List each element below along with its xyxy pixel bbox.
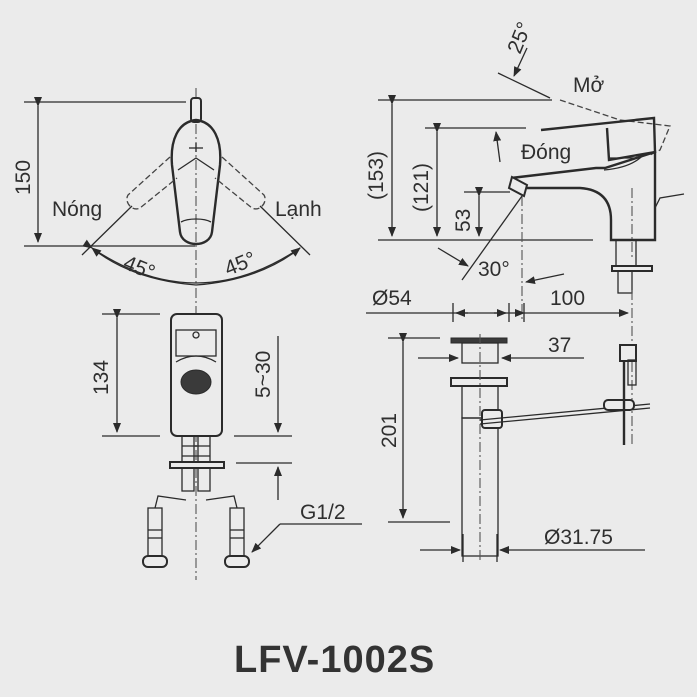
pipe-dia-label: Ø31.75 <box>544 526 613 549</box>
top-view: 150 Nóng Lạnh 45° 45° <box>12 88 322 286</box>
hot-label: Nóng <box>52 198 102 221</box>
open-label: Mở <box>573 74 604 97</box>
cold-label: Lạnh <box>275 198 322 221</box>
dim-201-label: 201 <box>378 413 401 448</box>
front-view: 134 5~30 G1/2 <box>90 288 362 580</box>
drain-view: 201 37 Ø31.75 <box>378 333 651 562</box>
hole-dia-label: Ø54 <box>372 287 412 310</box>
closed-label: Đóng <box>521 141 571 164</box>
dim-150-label: 150 <box>12 160 35 195</box>
angle-left-label: 45° <box>120 251 158 284</box>
side-view: 25° Mở Đóng (153) (121) 53 30° <box>365 19 685 445</box>
spout-angle-label: 30° <box>478 258 510 281</box>
angle-right-label: 45° <box>221 247 259 280</box>
dim-37-label: 37 <box>548 334 571 357</box>
dim-153-label: (153) <box>365 151 388 200</box>
model-title: LFV-1002S <box>234 639 435 681</box>
lever-angle-label: 25° <box>503 19 536 57</box>
dim-121-label: (121) <box>410 163 433 212</box>
dim-53-label: 53 <box>452 209 475 232</box>
dim-134-label: 134 <box>90 360 113 395</box>
dim-mount-range-label: 5~30 <box>252 351 275 398</box>
reach-label: 100 <box>550 287 585 310</box>
thread-label: G1/2 <box>300 501 346 524</box>
